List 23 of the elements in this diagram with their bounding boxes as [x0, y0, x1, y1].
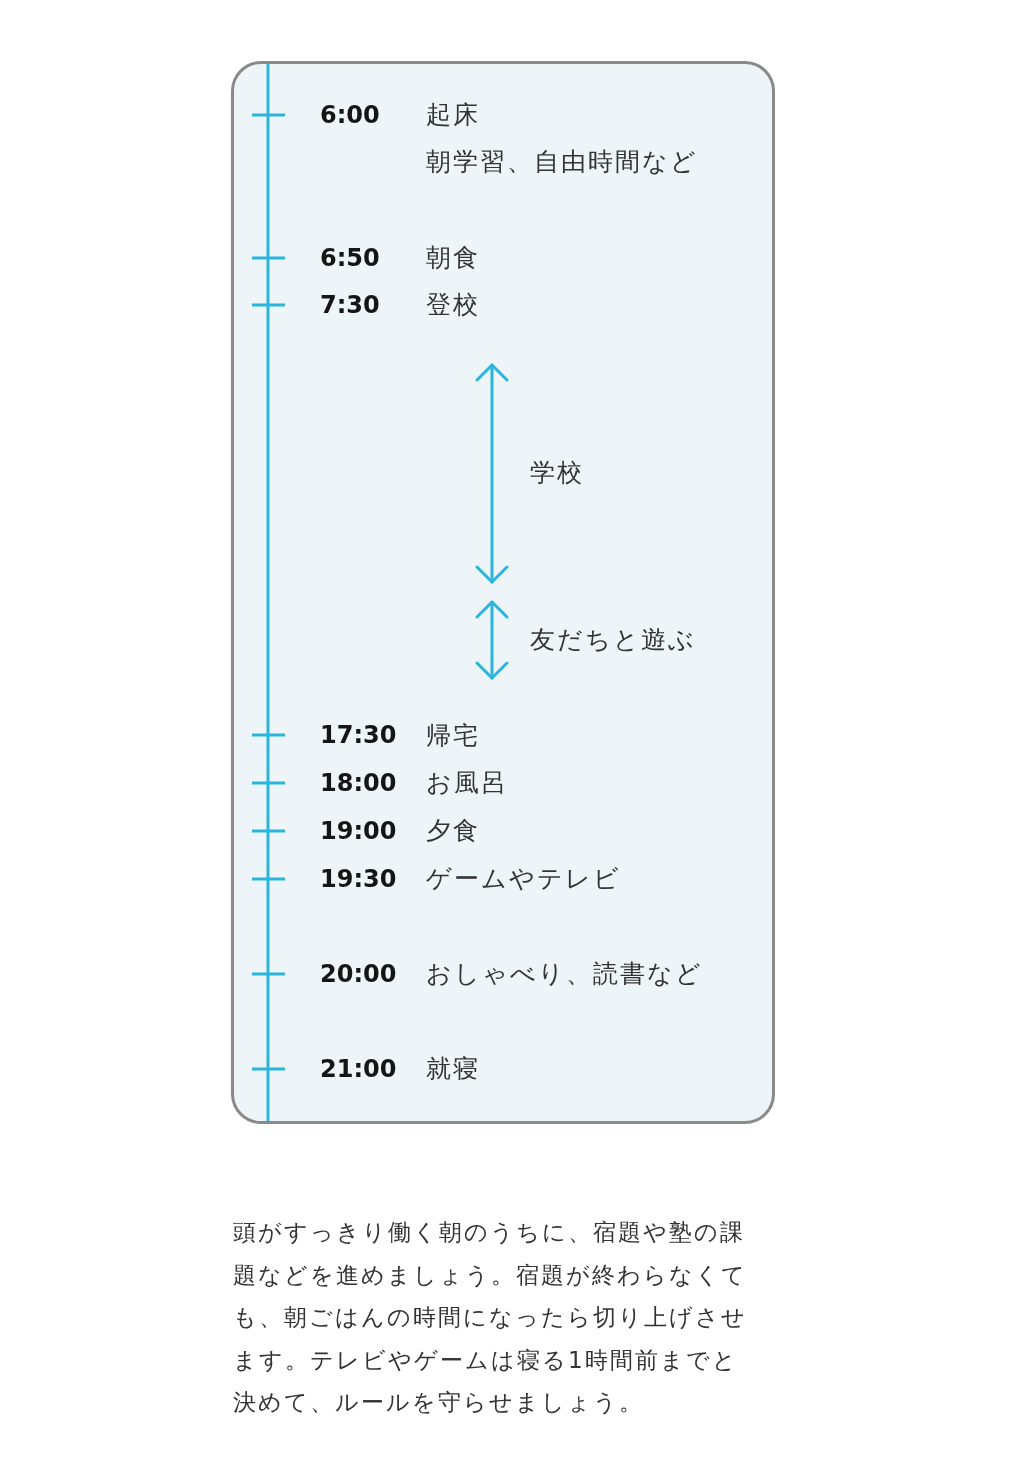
period-label: 友だちと遊ぶ — [530, 625, 696, 655]
period-label: 学校 — [530, 458, 584, 488]
time-label: 18:00 — [320, 768, 397, 798]
time-label: 21:00 — [320, 1054, 397, 1084]
activity-label: 朝学習、自由時間など — [426, 147, 698, 177]
time-label: 6:00 — [320, 100, 380, 130]
activity-label: お風呂 — [426, 768, 508, 798]
time-label: 20:00 — [320, 959, 397, 989]
activity-label: 朝食 — [426, 243, 480, 273]
caption-text: 頭がすっきり働く朝のうちに、宿題や塾の課題などを進めましょう。宿題が終わらなくても、朝ごはんの時間になったら切り上げさせます。テレビやゲームは寝る1時間前までと決めて、ルールを守らせましょう。 — [233, 1218, 748, 1417]
activity-label: ゲームやテレビ — [426, 864, 621, 894]
timeline-panel — [231, 61, 775, 1124]
activity-label: 帰宅 — [426, 721, 480, 751]
time-label: 19:00 — [320, 816, 397, 846]
activity-label: おしゃべり、読書など — [426, 959, 703, 989]
time-label: 17:30 — [320, 720, 397, 750]
time-label: 6:50 — [320, 243, 380, 273]
activity-label: 起床 — [426, 100, 480, 130]
activity-label: 夕食 — [426, 816, 480, 846]
activity-label: 就寝 — [426, 1054, 480, 1084]
activity-label: 登校 — [426, 290, 480, 320]
time-label: 7:30 — [320, 290, 380, 320]
time-label: 19:30 — [320, 864, 397, 894]
